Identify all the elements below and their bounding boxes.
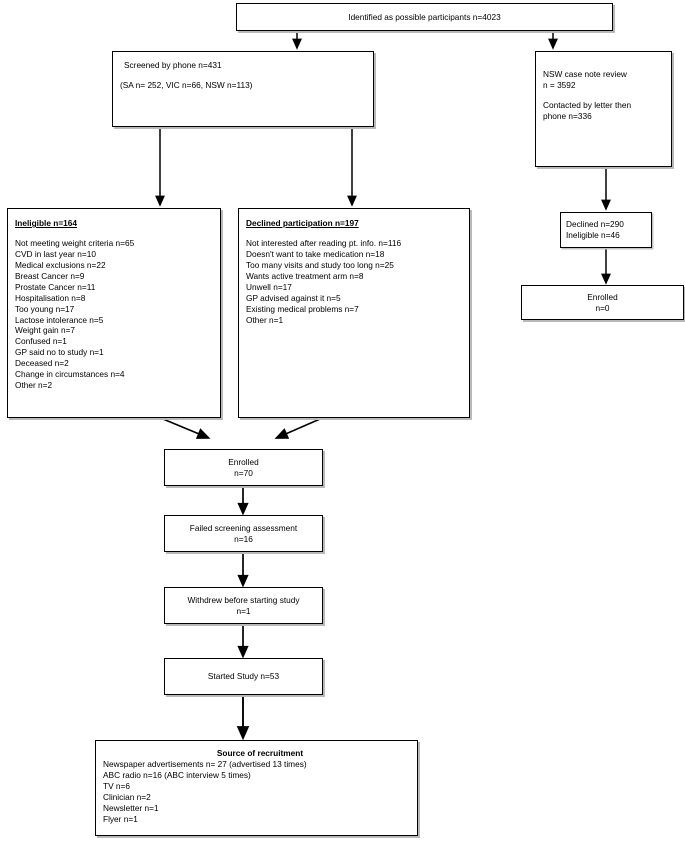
list-item: Medical exclusions n=22: [15, 259, 106, 270]
list-item: TV n=6: [103, 780, 130, 791]
list-item: Lactose intolerance n=5: [15, 314, 104, 325]
list-item: Clinician n=2: [103, 791, 151, 802]
list-item: Existing medical problems n=7: [246, 303, 359, 314]
list-item: Doesn't want to take medication n=18: [246, 248, 385, 259]
nsw-enrolled-line1: Enrolled: [587, 291, 618, 302]
list-item: Weight gain n=7: [15, 325, 76, 336]
declined-header: Declined participation n=197: [246, 218, 359, 228]
nsw-line4: phone n=336: [543, 110, 592, 121]
node-nsw-declined-ineligible: Declined n=290 Ineligible n=46: [560, 212, 652, 248]
node-ineligible: Ineligible n=164 Not meeting weight crit…: [7, 208, 221, 418]
failed-line1: Failed screening assessment: [189, 522, 298, 533]
nsw-enrolled-line2: n=0: [595, 302, 610, 313]
nsw-declined-line2: Ineligible n=46: [566, 230, 620, 240]
screened-line2: (SA n= 252, VIC n=66, NSW n=113): [120, 79, 253, 90]
connector-declined-to-enrolled: [274, 418, 321, 439]
list-item: Too young n=17: [15, 303, 75, 314]
identified-line1: Identified as possible participants n=40…: [348, 11, 501, 22]
node-withdrew-before-starting-study: Withdrew before starting study n=1: [164, 587, 323, 624]
node-source-of-recruitment: Source of recruitment Newspaper advertis…: [95, 740, 418, 836]
node-started-study: Started Study n=53: [164, 658, 323, 695]
enrolled-line1: Enrolled: [228, 456, 259, 467]
list-item: Unwell n=17: [246, 281, 292, 292]
nsw-line2: n = 3592: [543, 79, 576, 90]
nsw-line1: NSW case note review: [543, 69, 627, 79]
list-item: Too many visits and study too long n=25: [246, 259, 394, 270]
list-item: Other n=2: [15, 380, 53, 391]
node-declined-participation: Declined participation n=197 Not interes…: [238, 208, 470, 418]
list-item: Change in circumstances n=4: [15, 369, 125, 380]
list-item: Hospitalisation n=8: [15, 292, 86, 303]
screened-line1: Screened by phone n=431: [124, 60, 222, 70]
list-item: Not meeting weight criteria n=65: [15, 237, 135, 248]
screened-spacer: [120, 71, 373, 80]
nsw-spacer: [543, 91, 671, 100]
list-item: Other n=1: [246, 314, 284, 325]
list-item: GP said no to study n=1: [15, 347, 104, 358]
connector-ineligible-to-enrolled: [162, 418, 211, 439]
node-failed-screening-assessment: Failed screening assessment n=16: [164, 515, 323, 552]
list-item: ABC radio n=16 (ABC interview 5 times): [103, 769, 251, 780]
enrolled-line2: n=70: [234, 467, 253, 478]
node-identified-as-possible-participants: Identified as possible participants n=40…: [236, 3, 613, 31]
ineligible-header: Ineligible n=164: [15, 218, 78, 228]
source-header: Source of recruitment: [216, 748, 304, 758]
node-nsw-enrolled: Enrolled n=0: [521, 285, 684, 320]
withdrew-line1: Withdrew before starting study: [187, 594, 300, 605]
list-item: CVD in last year n=10: [15, 248, 96, 259]
list-item: Confused n=1: [15, 336, 67, 347]
failed-line2: n=16: [234, 533, 253, 544]
list-item: Breast Cancer n=9: [15, 270, 85, 281]
node-nsw-case-note-review: NSW case note review n = 3592 Contacted …: [535, 51, 672, 167]
started-line1: Started Study n=53: [207, 671, 280, 682]
list-item: Flyer n=1: [103, 813, 138, 824]
list-item: Not interested after reading pt. info. n…: [246, 237, 402, 248]
nsw-declined-line1: Declined n=290: [566, 219, 624, 230]
withdrew-line2: n=1: [236, 605, 251, 616]
list-item: Newspaper advertisements n= 27 (advertis…: [103, 758, 307, 769]
list-item: Prostate Cancer n=11: [15, 281, 96, 292]
node-enrolled: Enrolled n=70: [164, 449, 323, 486]
list-item: Deceased n=2: [15, 358, 69, 369]
nsw-line3: Contacted by letter then: [543, 99, 632, 110]
list-item: Newsletter n=1: [103, 802, 159, 813]
list-item: Wants active treatment arm n=8: [246, 270, 364, 281]
node-screened-by-phone: Screened by phone n=431 (SA n= 252, VIC …: [112, 51, 374, 127]
list-item: GP advised against it n=5: [246, 292, 341, 303]
